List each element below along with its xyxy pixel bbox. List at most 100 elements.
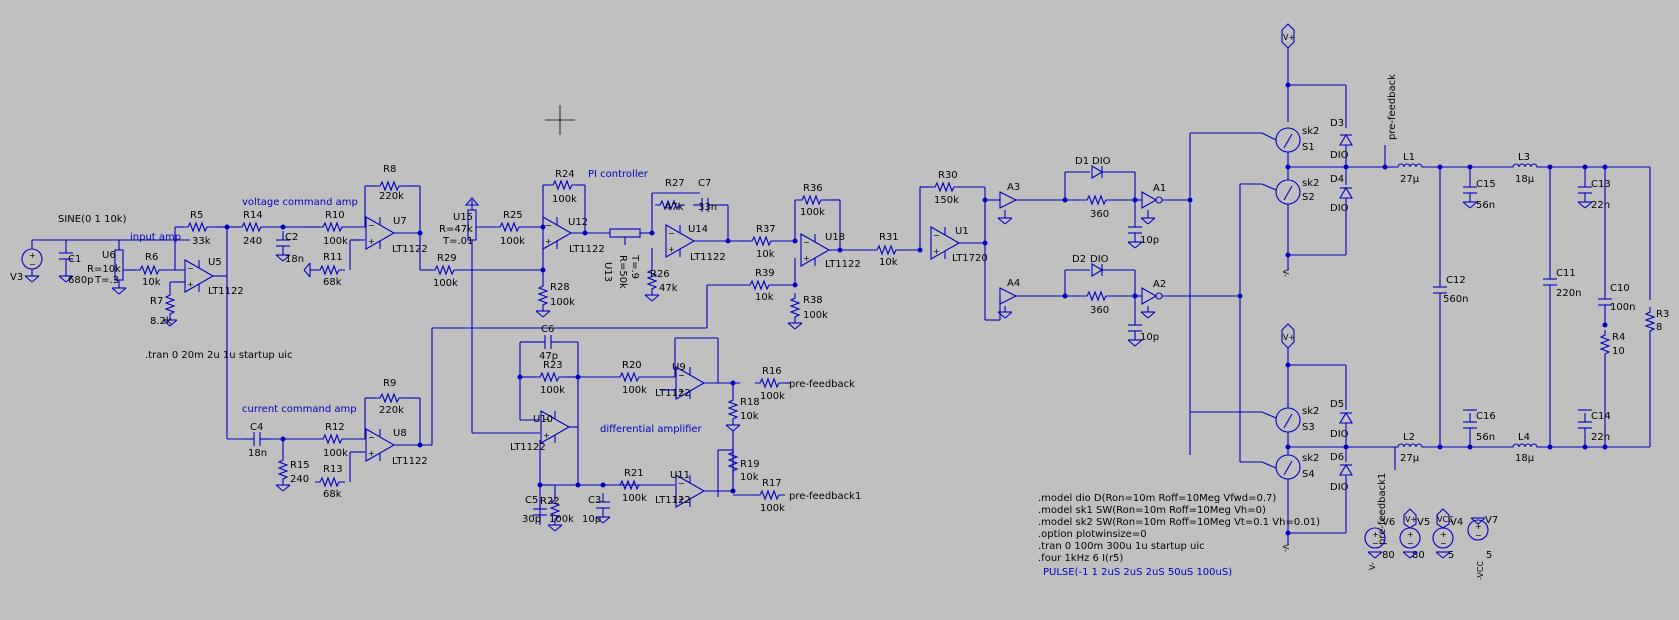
label-input-amp[interactable]: input amp xyxy=(130,232,181,243)
label-R30-value[interactable]: 150k xyxy=(934,195,959,206)
label-C2-value[interactable]: 18n xyxy=(285,254,304,265)
label-R13[interactable]: R13 xyxy=(323,464,343,475)
label-C11-value[interactable]: 220n xyxy=(1556,288,1581,299)
label-R25-value[interactable]: 100k xyxy=(500,236,525,247)
label-C4-value[interactable]: 18n xyxy=(248,448,267,459)
label-R8-value[interactable]: 220k xyxy=(379,191,404,202)
label-C-10pb[interactable]: 10p xyxy=(1140,332,1159,343)
label-vplus-bottom[interactable]: V+ xyxy=(1283,333,1295,342)
label-C3[interactable]: C3 xyxy=(588,495,601,506)
label-U1[interactable]: U1 xyxy=(955,226,969,237)
label-D6[interactable]: D6 xyxy=(1330,452,1344,463)
label-C7-value[interactable]: 33n xyxy=(698,202,717,213)
label-D3[interactable]: D3 xyxy=(1330,118,1344,129)
label-R31[interactable]: R31 xyxy=(879,232,899,243)
label-D3-model[interactable]: DIO xyxy=(1330,150,1349,161)
label-R18-value[interactable]: 10k xyxy=(740,411,759,422)
label-D5-model[interactable]: DIO xyxy=(1330,429,1349,440)
label-R10-value[interactable]: 100k xyxy=(323,236,348,247)
label-R5-value[interactable]: 33k xyxy=(192,236,211,247)
label-V4-value[interactable]: 5 xyxy=(1448,550,1454,561)
label-R27-value[interactable]: 47k xyxy=(665,202,684,213)
label-vminus-top[interactable]: V- xyxy=(1281,269,1290,277)
label-R13-value[interactable]: 68k xyxy=(323,489,342,500)
label-R28[interactable]: R28 xyxy=(550,282,570,293)
label-U11[interactable]: U11 xyxy=(670,470,690,481)
label-L4-value[interactable]: 18µ xyxy=(1515,453,1535,464)
label-C14-value[interactable]: 22n xyxy=(1591,432,1610,443)
label-U6-r[interactable]: R=10k xyxy=(87,264,121,275)
label-V5-value[interactable]: 80 xyxy=(1412,550,1425,561)
label-V6-value[interactable]: 80 xyxy=(1382,550,1395,561)
label-V4[interactable]: V4 xyxy=(1450,517,1463,528)
label-R12[interactable]: R12 xyxy=(325,422,345,433)
label-R30[interactable]: R30 xyxy=(938,170,958,181)
label-C16-value[interactable]: 56n xyxy=(1476,432,1495,443)
label-R38[interactable]: R38 xyxy=(803,295,823,306)
label-R24-value[interactable]: 100k xyxy=(552,194,577,205)
label-R39[interactable]: R39 xyxy=(755,268,775,279)
label-U8[interactable]: U8 xyxy=(393,428,407,439)
label-R20-value[interactable]: 100k xyxy=(622,385,647,396)
label-pre-feedback-vertical[interactable]: pre-feedback xyxy=(1387,74,1398,140)
label-C6[interactable]: C6 xyxy=(541,324,554,335)
label-R7[interactable]: R7 xyxy=(150,296,163,307)
label-R-360b[interactable]: 360 xyxy=(1090,305,1109,316)
label-C3-value[interactable]: 10p xyxy=(582,514,601,525)
label-C15[interactable]: C15 xyxy=(1476,179,1496,190)
directive-line-1[interactable]: .model dio D(Ron=10m Roff=10Meg Vfwd=0.7… xyxy=(1038,493,1276,504)
label-R17-value[interactable]: 100k xyxy=(760,503,785,514)
label-U6[interactable]: U6 xyxy=(102,250,116,261)
label-R15[interactable]: R15 xyxy=(290,460,310,471)
label-A1[interactable]: A1 xyxy=(1153,183,1166,194)
label-U10[interactable]: U10 xyxy=(533,414,553,425)
label-L2-value[interactable]: 27µ xyxy=(1400,453,1420,464)
label-U5[interactable]: U5 xyxy=(208,257,222,268)
label-R18[interactable]: R18 xyxy=(740,397,760,408)
label-differential-amplifier[interactable]: differential amplifier xyxy=(600,424,703,435)
label-R3-value[interactable]: 8 xyxy=(1656,322,1662,333)
label-C15-value[interactable]: 56n xyxy=(1476,200,1495,211)
label-R25[interactable]: R25 xyxy=(503,210,523,221)
label-C14[interactable]: C14 xyxy=(1591,411,1611,422)
label-U15[interactable]: U15 xyxy=(453,212,473,223)
label-R-360a[interactable]: 360 xyxy=(1090,209,1109,220)
label-S4[interactable]: S4 xyxy=(1302,469,1315,480)
label-R3[interactable]: R3 xyxy=(1656,309,1669,320)
label-S3-model[interactable]: sk2 xyxy=(1302,406,1319,417)
label-A3[interactable]: A3 xyxy=(1007,182,1020,193)
label-L2[interactable]: L2 xyxy=(1403,432,1415,443)
label-V6-net[interactable]: V- xyxy=(1368,562,1377,570)
label-R11[interactable]: R11 xyxy=(323,252,343,263)
label-L3-value[interactable]: 18µ xyxy=(1515,174,1535,185)
label-V7[interactable]: V7 xyxy=(1485,515,1498,526)
label-S4-model[interactable]: sk2 xyxy=(1302,453,1319,464)
label-U15-r[interactable]: R=47k xyxy=(439,224,473,235)
label-R29-value[interactable]: 100k xyxy=(433,278,458,289)
label-C5-value[interactable]: 30p xyxy=(522,514,541,525)
label-D4[interactable]: D4 xyxy=(1330,174,1344,185)
label-U13-t[interactable]: T=.9 xyxy=(629,254,640,279)
directive-line-4[interactable]: .option plotwinsize=0 xyxy=(1038,529,1147,540)
label-current-command[interactable]: current command amp xyxy=(242,404,357,415)
label-D2[interactable]: D2 xyxy=(1072,254,1086,265)
label-S2[interactable]: S2 xyxy=(1302,192,1315,203)
label-R9[interactable]: R9 xyxy=(383,378,396,389)
label-R17[interactable]: R17 xyxy=(762,478,782,489)
label-R4[interactable]: R4 xyxy=(1612,332,1625,343)
label-U7-model[interactable]: LT1122 xyxy=(392,244,428,255)
label-R36-value[interactable]: 100k xyxy=(800,207,825,218)
label-D1-model[interactable]: DIO xyxy=(1092,156,1111,167)
label-U18[interactable]: U18 xyxy=(825,232,845,243)
directive-pulse[interactable]: PULSE(-1 1 2uS 2uS 2uS 50uS 100uS) xyxy=(1043,567,1232,578)
label-C12-value[interactable]: 560n xyxy=(1443,294,1468,305)
label-U5-model[interactable]: LT1122 xyxy=(208,286,244,297)
label-voltage-command[interactable]: voltage command amp xyxy=(242,197,358,208)
label-U12-model[interactable]: LT1122 xyxy=(569,244,605,255)
label-C4[interactable]: C4 xyxy=(250,422,263,433)
label-pi-controller[interactable]: PI controller xyxy=(588,169,649,180)
label-R10[interactable]: R10 xyxy=(325,210,345,221)
label-D6-model[interactable]: DIO xyxy=(1330,482,1349,493)
label-R23[interactable]: R23 xyxy=(543,360,563,371)
